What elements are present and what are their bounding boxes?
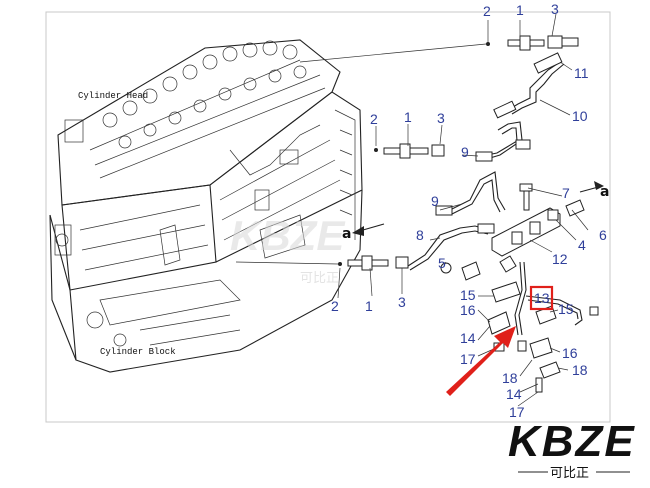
highlight-box-13: [529, 285, 554, 311]
callout-2-top: 2: [483, 3, 491, 19]
callout-12: 12: [552, 251, 568, 267]
callout-1-middle: 1: [404, 109, 412, 125]
cylinder-block-label: Cylinder Block: [100, 347, 176, 357]
callout-1-bottom: 1: [365, 298, 373, 314]
callout-2-middle: 2: [370, 111, 378, 127]
callout-6: 6: [599, 227, 607, 243]
callout-10: 10: [572, 108, 588, 124]
fuel-lines: [407, 52, 599, 393]
callout-9-upper: 9: [461, 144, 469, 160]
injector-top: [299, 35, 579, 63]
direction-arrow-left: a: [342, 223, 385, 242]
callout-18-left: 18: [502, 370, 518, 386]
callout-7: 7: [562, 185, 570, 201]
callout-18-right: 18: [572, 362, 588, 378]
leader-lines: [337, 13, 589, 407]
callout-1-top: 1: [516, 2, 524, 18]
direction-arrow-right: a: [579, 181, 609, 200]
logo-sub: 可比正: [550, 466, 589, 481]
watermark-text: KBZE: [230, 212, 346, 259]
callout-4: 4: [578, 237, 586, 253]
red-pointer-arrow: [446, 326, 516, 396]
callout-16-upper: 16: [460, 302, 476, 318]
logo-text: KBZE: [508, 417, 636, 466]
callout-8: 8: [416, 227, 424, 243]
callout-9-lower: 9: [431, 193, 439, 209]
callout-17-upper: 17: [460, 351, 476, 367]
callout-2-bottom: 2: [331, 298, 339, 314]
callout-3-top: 3: [551, 1, 559, 17]
callouts: 2 1 3 11 10 2 1 3 9 7 9 8 6 4 12 5 2 1 3…: [331, 1, 607, 420]
callout-13: 13: [534, 290, 550, 306]
engine-illustration: Cylinder Head Cylinder Block: [49, 39, 363, 373]
diagram-frame: [45, 11, 611, 423]
brand-logo: KBZE 可比正: [508, 417, 636, 481]
callout-14-lower: 14: [506, 386, 522, 402]
callout-16-lower: 16: [562, 345, 578, 361]
cylinder-head-label: Cylinder Head: [78, 91, 148, 101]
direction-label-a-right: a: [600, 184, 609, 200]
watermark-sub: 可比正: [300, 271, 339, 286]
injector-middle: [374, 143, 445, 159]
direction-label-a-left: a: [342, 226, 351, 242]
callout-3-bottom: 3: [398, 294, 406, 310]
callout-17-lower: 17: [509, 404, 525, 420]
center-watermark: KBZE 可比正: [230, 212, 346, 286]
callout-3-middle: 3: [437, 110, 445, 126]
injector-bottom: [235, 255, 409, 271]
callout-11: 11: [574, 65, 589, 81]
callout-15-right: 15: [558, 301, 574, 317]
callout-15-left: 15: [460, 287, 476, 303]
callout-5: 5: [438, 255, 446, 271]
callout-14-upper: 14: [460, 330, 476, 346]
